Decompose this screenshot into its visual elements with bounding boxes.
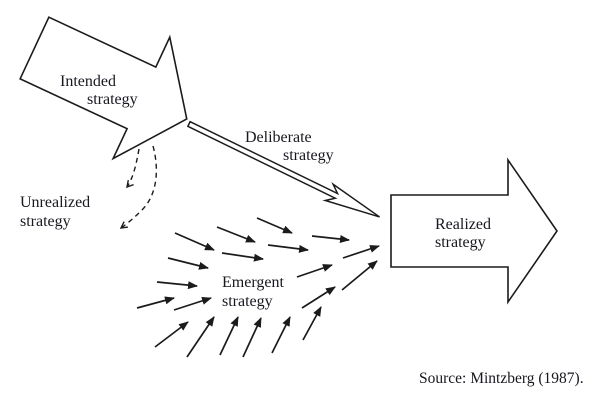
emergent-arrow bbox=[271, 316, 291, 354]
intended-strategy-block-arrow bbox=[19, 16, 188, 161]
emergent-arrow bbox=[186, 316, 215, 358]
emergent-arrow bbox=[167, 257, 209, 270]
intended-strategy-label-line2: strategy bbox=[87, 91, 138, 108]
emergent-strategy-arrows bbox=[136, 217, 380, 358]
intended-strategy-label-line1: Intended bbox=[60, 73, 116, 90]
emergent-arrow bbox=[156, 281, 198, 290]
deliberate-strategy-label-line1: Deliberate bbox=[245, 129, 312, 146]
emergent-arrow bbox=[216, 226, 256, 243]
deliberate-strategy-label-line2: strategy bbox=[283, 147, 334, 164]
emergent-arrow bbox=[296, 264, 333, 278]
emergent-arrow bbox=[341, 260, 378, 291]
unrealized-strategy-label-line2: strategy bbox=[20, 213, 71, 230]
emergent-arrow bbox=[221, 252, 264, 262]
emergent-arrow bbox=[242, 317, 262, 358]
emergent-arrow bbox=[154, 321, 189, 348]
emergent-arrow bbox=[302, 306, 322, 341]
emergent-arrow bbox=[301, 286, 336, 309]
unrealized-strategy-label-line1: Unrealized bbox=[20, 194, 90, 211]
unrealized-strategy-dashed-arrows bbox=[119, 145, 158, 229]
emergent-arrow bbox=[173, 296, 212, 311]
emergent-arrow bbox=[136, 296, 175, 309]
emergent-arrow bbox=[311, 235, 350, 244]
source-caption: Source: Mintzberg (1987). bbox=[419, 370, 584, 387]
emergent-strategy-label-line2: strategy bbox=[222, 293, 273, 310]
emergent-arrow bbox=[219, 316, 239, 356]
realized-strategy-label-line2: strategy bbox=[435, 234, 486, 251]
emergent-arrow bbox=[174, 232, 215, 251]
emergent-arrow bbox=[267, 244, 309, 253]
realized-strategy-block-arrow bbox=[390, 157, 558, 305]
emergent-arrow bbox=[342, 245, 380, 259]
deliberate-strategy-thin-arrow bbox=[186, 120, 380, 218]
emergent-strategy-label-line1: Emergent bbox=[222, 274, 284, 291]
realized-strategy-label-line1: Realized bbox=[435, 216, 491, 233]
emergent-arrow bbox=[256, 217, 293, 234]
